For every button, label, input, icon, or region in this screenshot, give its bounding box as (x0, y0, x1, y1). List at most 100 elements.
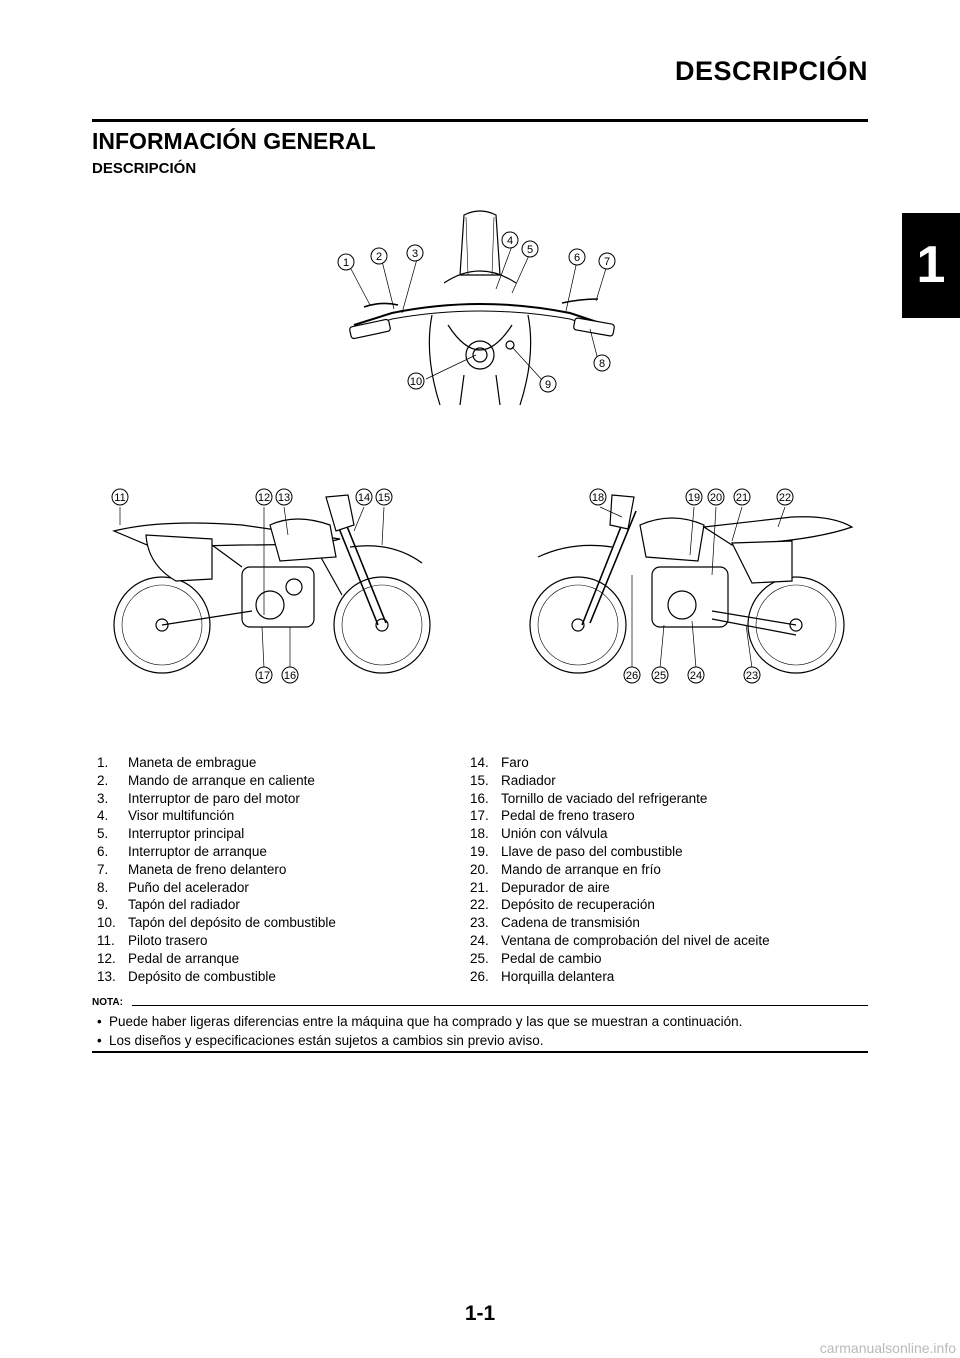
callout-marker: 19 (685, 488, 703, 506)
legend-item-number: 10. (97, 915, 116, 931)
callout-marker: 26 (623, 666, 641, 684)
callout-circle (593, 354, 611, 372)
legend-item: 20.Mando de arranque en frío (470, 861, 850, 879)
legend-item-text: Radiador (501, 772, 556, 788)
legend-item: 7.Maneta de freno delantero (97, 861, 457, 879)
legend-item-text: Depurador de aire (501, 879, 610, 895)
callout-marker: 11 (111, 488, 129, 506)
legend-item-text: Piloto trasero (128, 932, 208, 948)
subsection-title: DESCRIPCIÓN (92, 160, 197, 177)
callout-number: 9 (545, 379, 551, 391)
callout-number: 23 (746, 670, 758, 682)
legend-item: 26.Horquilla delantera (470, 968, 850, 986)
chapter-tab-number: 1 (916, 236, 946, 294)
callout-marker: 20 (707, 488, 725, 506)
callout-circle (337, 253, 355, 271)
legend-item-number: 1. (97, 755, 109, 770)
callout-marker: 9 (539, 375, 557, 393)
legend-item-text: Depósito de combustible (128, 968, 276, 984)
legend-item-number: 9. (97, 897, 109, 913)
callout-circle (776, 488, 794, 506)
legend-item-number: 17. (470, 808, 489, 824)
legend-item-text: Pedal de freno trasero (501, 808, 635, 824)
callout-circle (539, 375, 557, 393)
legend-item-number: 14. (470, 755, 489, 770)
callout-number: 15 (378, 492, 390, 504)
callout-number: 5 (527, 244, 533, 256)
callout-number: 13 (278, 492, 290, 504)
note-item-text: Puede haber ligeras diferencias entre la… (109, 1014, 743, 1029)
legend-item-text: Tapón del depósito de combustible (128, 915, 336, 931)
legend-item-text: Interruptor de arranque (128, 843, 267, 859)
callout-circle (685, 488, 703, 506)
page-header-title: DESCRIPCIÓN (674, 56, 868, 86)
legend-item-text: Unión con válvula (501, 826, 608, 842)
note-item: •Los diseños y especificaciones están su… (92, 1032, 868, 1051)
legend-item: 14. Faro (470, 754, 850, 772)
legend-item-number: 21. (470, 879, 489, 895)
legend-item: 23.Cadena de transmisión (470, 914, 850, 932)
legend-item: 8. Puño del acelerador (97, 879, 457, 897)
callout-marker: 25 (651, 666, 669, 684)
callout-circle (687, 666, 705, 684)
legend-item-number: 5. (97, 826, 109, 842)
callout-number: 25 (654, 670, 666, 682)
legend-item-number: 22. (470, 897, 489, 913)
section-title: INFORMACIÓN GENERAL (92, 128, 376, 154)
bullet-icon: • (97, 1014, 102, 1029)
callout-marker: 23 (743, 666, 761, 684)
callout-circle (281, 666, 299, 684)
callout-circle (407, 372, 425, 390)
legend-item: 21. Depurador de aire (470, 879, 850, 897)
left-side-view (112, 494, 431, 674)
callout-circle (589, 488, 607, 506)
callout-marker: 17 (255, 666, 273, 684)
callout-marker: 18 (589, 488, 607, 506)
legend-item-number: 6. (97, 843, 109, 859)
note-top-rule (132, 1005, 868, 1006)
legend-item: 17. Pedal de freno trasero (470, 807, 850, 825)
legend-item-text: Maneta de freno delantero (128, 861, 287, 877)
legend-item-text: Tapón del radiador (128, 897, 240, 913)
callout-marker: 24 (687, 666, 705, 684)
legend-item: 5. Interruptor principal (97, 825, 457, 843)
callout-marker: 4 (501, 231, 519, 249)
legend-item: 12.Pedal de arranque (97, 950, 457, 968)
callout-marker: 5 (521, 240, 539, 258)
callout-marker: 7 (598, 252, 616, 270)
callout-circle (521, 240, 539, 258)
callout-number: 10 (410, 376, 422, 388)
legend-item-number: 16. (470, 790, 489, 806)
legend-item: 24.Ventana de comprobación del nivel de … (470, 932, 850, 950)
callout-marker: 15 (375, 488, 393, 506)
legend-item-number: 8. (97, 879, 109, 895)
callout-circle (651, 666, 669, 684)
callout-number: 2 (376, 251, 382, 263)
note-item-text: Los diseños y especificaciones están suj… (109, 1032, 544, 1048)
legend-item-text: Puño del acelerador (128, 879, 249, 895)
page-number: 1-1 (464, 1302, 496, 1325)
callout-number: 8 (599, 358, 605, 370)
note-body: • Puede haber ligeras diferencias entre l… (92, 1013, 868, 1050)
callout-circle (707, 488, 725, 506)
legend-item: 15.Radiador (470, 772, 850, 790)
callout-number: 16 (284, 670, 296, 682)
legend-item: 11.Piloto trasero (97, 932, 457, 950)
motorcycle-illustration: 1234567891011121314151617181920212223242… (111, 210, 854, 684)
callout-marker: 22 (776, 488, 794, 506)
callout-marker: 13 (275, 488, 293, 506)
legend-item: 16.Tornillo de vaciado del refrigerante (470, 790, 850, 808)
legend-item-text: Visor multifunción (128, 808, 235, 824)
callout-circle (355, 488, 373, 506)
callout-number: 11 (114, 492, 125, 504)
legend-item-text: Faro (501, 755, 529, 770)
legend-item-number: 24. (470, 932, 489, 948)
callout-number: 3 (412, 248, 418, 260)
legend-item: 22.Depósito de recuperación (470, 896, 850, 914)
watermark: carmanualsonline.info (819, 1340, 956, 1356)
callout-circle (568, 248, 586, 266)
legend-item-text: Interruptor principal (128, 826, 245, 842)
callout-marker: 12 (255, 488, 273, 506)
legend-item-text: Interruptor de paro del motor (128, 790, 300, 806)
legend-item-number: 12. (97, 950, 116, 966)
